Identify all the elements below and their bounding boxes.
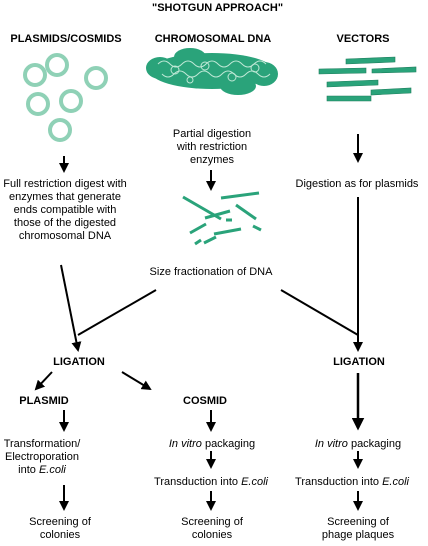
step-vector-packaging: In vitro packaging [314,438,402,450]
ligation-right: LIGATION [333,356,385,368]
step-screen-vector: Screening of phage plaques [321,516,395,541]
step-size-fractionation: Size fractionation of DNA [149,266,273,278]
plasmid-label: PLASMID [19,395,69,407]
step-full-digest: Full restriction digest with enzymes tha… [3,178,127,242]
cosmid-label: COSMID [183,395,227,407]
step-cosmid-packaging: In vitro packaging [168,438,256,450]
column-header-chromosomal: CHROMOSOMAL DNA [154,33,272,45]
column-header-vectors: VECTORS [336,33,390,45]
step-partial-digestion: Partial digestion with restriction enzym… [172,128,252,166]
step-transformation: Transformation/ Electroporation into E.c… [3,438,81,476]
column-header-plasmids: PLASMIDS/COSMIDS [10,33,122,45]
step-cosmid-transduction: Transduction into E.coli [154,476,268,488]
flow-arrows [34,134,365,511]
step-vector-digestion: Digestion as for plasmids [295,178,419,190]
step-screen-cosmid: Screening of colonies [181,516,243,541]
step-vector-transduction: Transduction into E.coli [295,476,409,488]
dna-fragments-icon [182,191,262,246]
ligation-left: LIGATION [53,356,105,368]
vector-fragments-icon [318,56,417,102]
chromosomal-dna-icon [146,48,278,95]
plasmid-rings-icon [23,53,108,142]
diagram-title: "SHOTGUN APPROACH" [152,2,284,14]
step-screen-plasmid: Screening of colonies [29,516,91,541]
